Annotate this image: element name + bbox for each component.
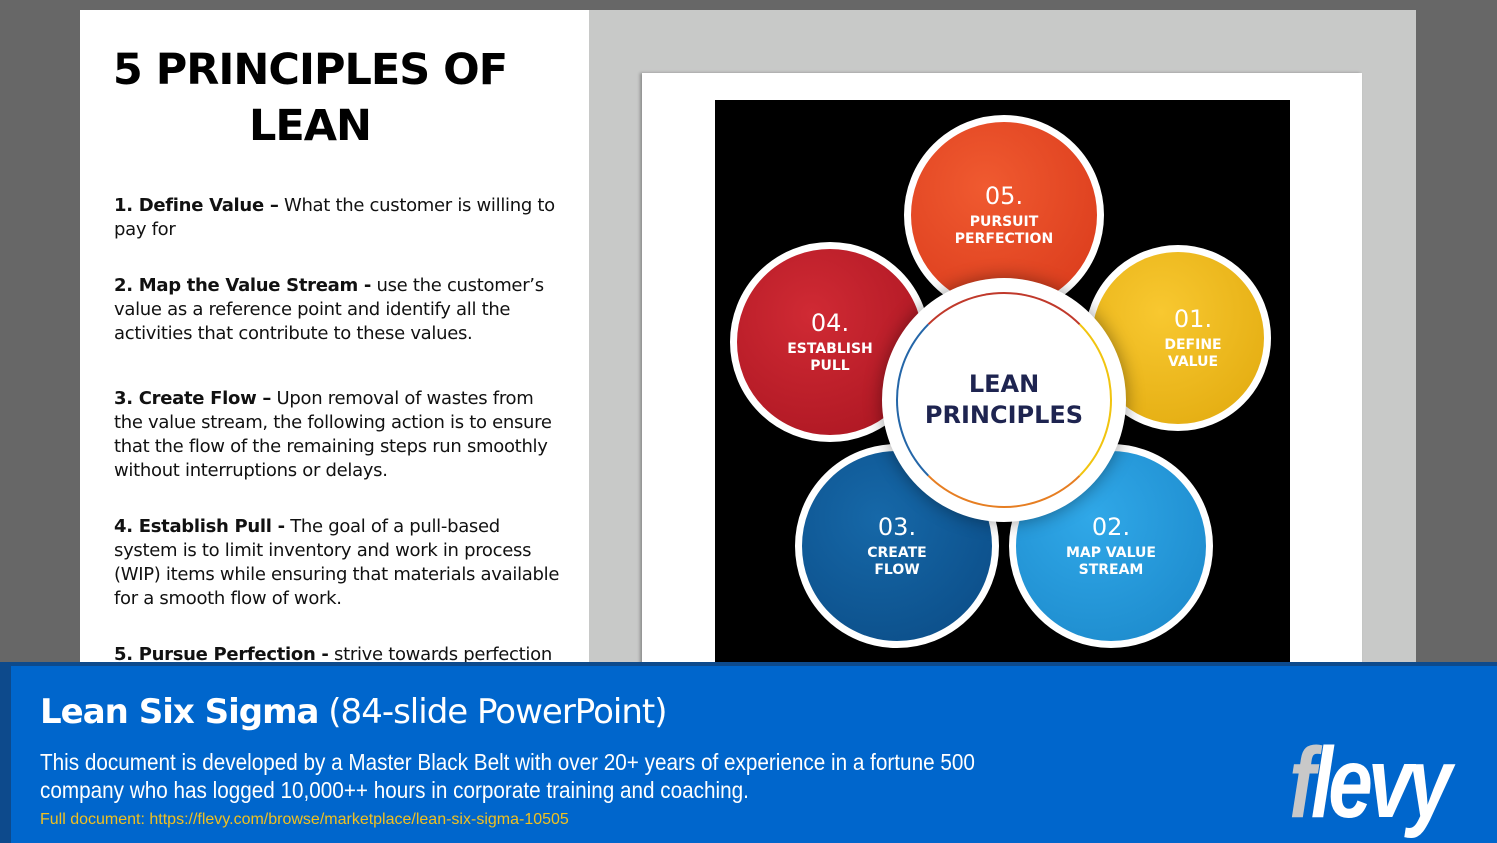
principle-4: 4. Establish Pull - The goal of a pull-b… bbox=[114, 516, 560, 609]
center-circle: LEAN PRINCIPLES bbox=[896, 292, 1112, 508]
image-frame: 05.PURSUIT PERFECTION 04.ESTABLISH PULL … bbox=[642, 73, 1362, 662]
document-title: Lean Six Sigma (84-slide PowerPoint) bbox=[40, 692, 667, 732]
center-label-2: PRINCIPLES bbox=[924, 401, 1084, 429]
principle-2: 2. Map the Value Stream - use the custom… bbox=[114, 275, 544, 344]
image-panel: 05.PURSUIT PERFECTION 04.ESTABLISH PULL … bbox=[589, 10, 1416, 662]
footer-banner: Lean Six Sigma (84-slide PowerPoint) Thi… bbox=[0, 662, 1497, 843]
circle-05: 05.PURSUIT PERFECTION bbox=[904, 115, 1104, 315]
text-panel: 5 PRINCIPLES OF LEAN 1. Define Value – W… bbox=[80, 10, 589, 662]
principle-3: 3. Create Flow – Upon removal of wastes … bbox=[114, 388, 552, 481]
slide-title: 5 PRINCIPLES OF LEAN bbox=[112, 45, 508, 151]
flevy-logo: flevy bbox=[1289, 727, 1452, 839]
principle-5: 5. Pursue Perfection - strive towards pe… bbox=[114, 644, 552, 662]
circle-04: 04.ESTABLISH PULL bbox=[730, 242, 930, 442]
principle-1: 1. Define Value – What the customer is w… bbox=[114, 195, 555, 240]
slide: 5 PRINCIPLES OF LEAN 1. Define Value – W… bbox=[80, 10, 1416, 662]
document-link[interactable]: Full document: https://flevy.com/browse/… bbox=[40, 811, 569, 828]
circle-01: 01.DEFINE VALUE bbox=[1085, 245, 1271, 431]
lean-principles-diagram: 05.PURSUIT PERFECTION 04.ESTABLISH PULL … bbox=[715, 100, 1290, 662]
document-description: This document is developed by a Master B… bbox=[40, 749, 975, 803]
center-label-1: LEAN bbox=[968, 370, 1040, 398]
